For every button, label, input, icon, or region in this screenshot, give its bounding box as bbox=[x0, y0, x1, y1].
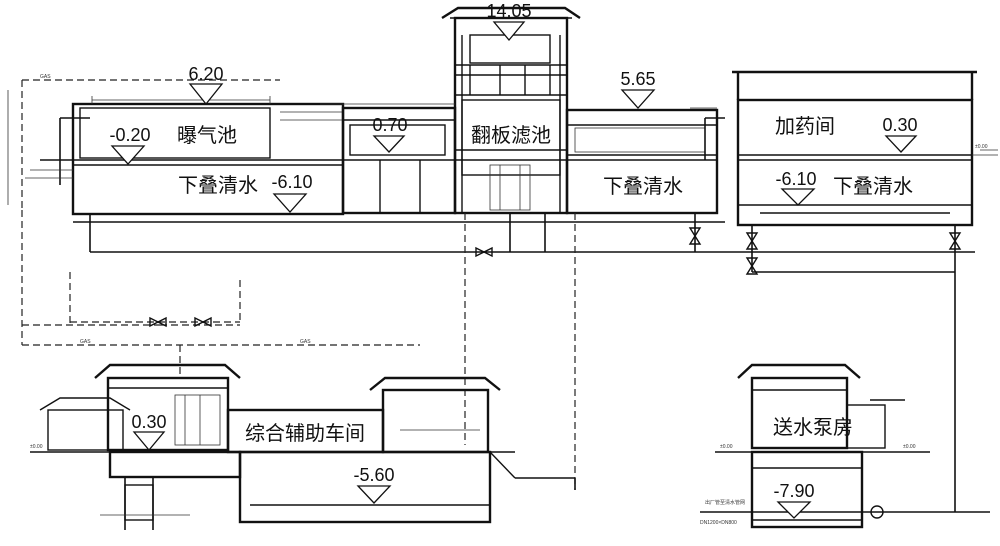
level-aeration-top: 6.20 bbox=[188, 64, 223, 84]
level-aux-basement: -5.60 bbox=[353, 465, 394, 485]
ground-level-label: ±0.00 bbox=[975, 144, 988, 150]
gas-label: GAS bbox=[40, 74, 51, 80]
level-triangle bbox=[272, 193, 308, 213]
upper-pipes bbox=[73, 213, 975, 490]
label-aux-workshop: 综合辅助车间 bbox=[245, 421, 365, 445]
level-triangle bbox=[620, 89, 656, 109]
label-clear-water-left: 下叠清水 bbox=[178, 173, 258, 197]
level-mid-top: 5.65 bbox=[620, 69, 655, 89]
level-triangle bbox=[188, 83, 224, 106]
label-clear-water-right: 下叠清水 bbox=[833, 174, 913, 198]
right-basin bbox=[565, 107, 725, 215]
level-markers bbox=[110, 21, 918, 519]
level-clear-water-right: -6.10 bbox=[775, 169, 816, 189]
level-triangle bbox=[776, 501, 812, 519]
level-triangle bbox=[356, 485, 392, 504]
level-aux-floor: 0.30 bbox=[131, 412, 166, 432]
dosing-room bbox=[732, 70, 998, 227]
label-flap-filter: 翻板滤池 bbox=[471, 123, 551, 147]
level-triangle bbox=[132, 431, 166, 452]
pipe-note-2: 出厂管至清水管网 bbox=[705, 499, 745, 506]
level-aeration-water: -0.20 bbox=[109, 125, 150, 145]
level-triangle bbox=[492, 21, 526, 42]
aeration-block bbox=[7, 79, 345, 216]
ground-level-label: ±0.00 bbox=[903, 444, 916, 450]
level-clear-water-left: -6.10 bbox=[271, 172, 312, 192]
gas-pipes bbox=[21, 210, 420, 375]
valves bbox=[149, 227, 962, 328]
ground-level-label: ±0.00 bbox=[720, 444, 733, 450]
aux-workshop bbox=[30, 363, 576, 530]
middle-basins bbox=[320, 103, 457, 215]
level-filter-top: 14.05 bbox=[486, 1, 531, 21]
level-triangle bbox=[372, 135, 406, 153]
level-dosing-floor: 0.30 bbox=[882, 115, 917, 135]
level-mid-basin: 0.70 bbox=[372, 115, 407, 135]
label-dosing-room: 加药间 bbox=[775, 114, 835, 138]
level-triangle bbox=[884, 135, 918, 153]
level-pump-basement: -7.90 bbox=[773, 481, 814, 501]
pipe-note: DN1200×DN800 bbox=[700, 520, 737, 526]
level-triangle bbox=[110, 145, 146, 165]
pump-house bbox=[700, 363, 990, 529]
ground-level-label: ±0.00 bbox=[30, 444, 43, 450]
label-clear-water-mid: 下叠清水 bbox=[603, 174, 683, 198]
gas-label: GAS bbox=[80, 339, 91, 345]
filter-tower bbox=[441, 6, 581, 215]
label-aeration-tank: 曝气池 bbox=[177, 123, 237, 147]
gas-label: GAS bbox=[300, 339, 311, 345]
label-pump-house: 送水泵房 bbox=[773, 415, 853, 439]
level-triangle bbox=[780, 188, 816, 206]
